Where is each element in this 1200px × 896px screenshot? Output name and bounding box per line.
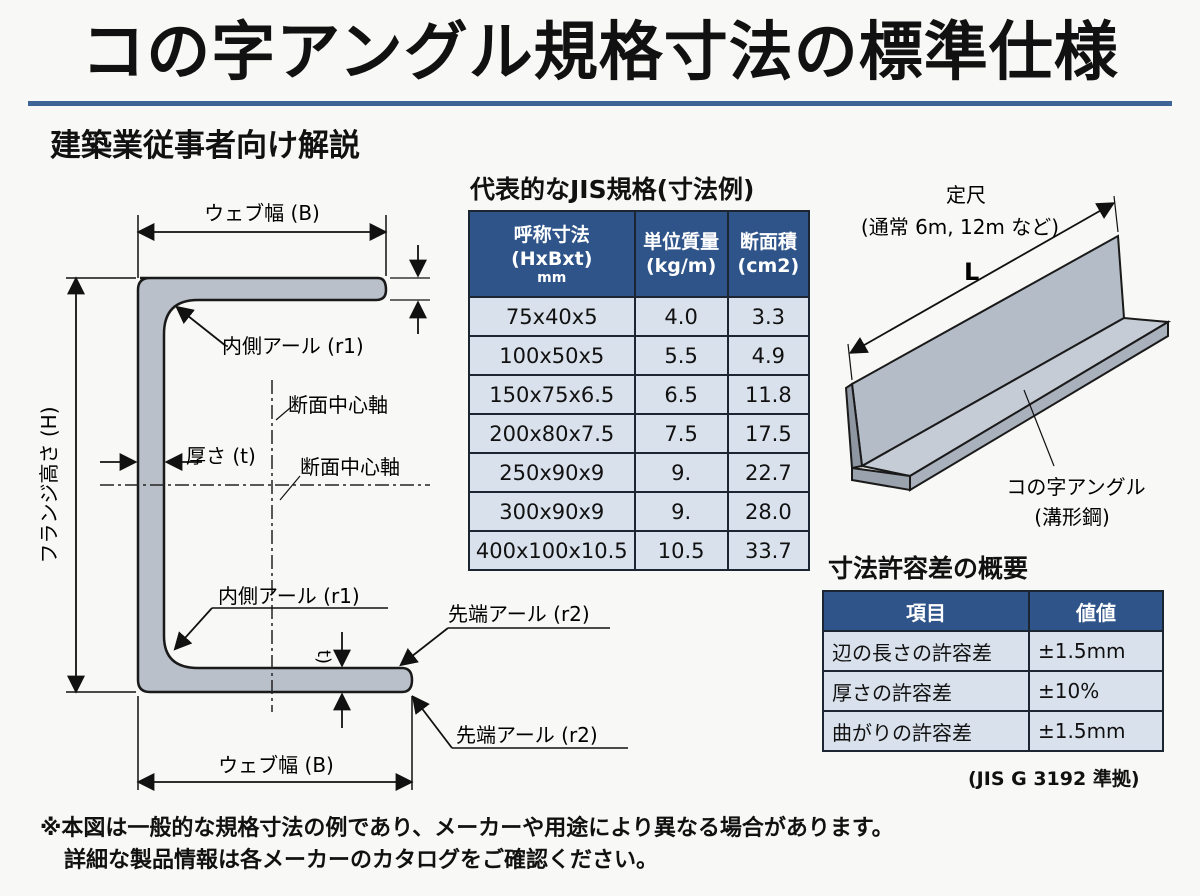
cell-nominal-size: 100x50x5 (468, 335, 636, 376)
tolerance-table: 項目 値値 辺の長さの許容差±1.5mm 厚さの許容差±10% 曲がりの許容差±… (822, 590, 1164, 752)
cell-unit-mass: 10.5 (633, 530, 729, 571)
tolerance-standard-note: (JIS G 3192 準拠) (968, 768, 1140, 790)
isometric-channel-drawing (844, 234, 1172, 492)
cell-section-area: 28.0 (726, 491, 811, 532)
cell-tolerance-item: 曲がりの許容差 (822, 710, 1030, 752)
title-divider (28, 101, 1172, 106)
cell-unit-mass: 5.5 (633, 335, 729, 376)
page-title: コの字アングル規格寸法の標準仕様 (81, 16, 1119, 90)
footnote-line-1: ※本図は一般的な規格寸法の例であり、メーカーや用途により異なる場合があります。 (40, 816, 894, 841)
footnote: ※本図は一般的な規格寸法の例であり、メーカーや用途により異なる場合があります。 … (40, 813, 894, 877)
cell-section-area: 22.7 (726, 452, 811, 493)
footnote-line-2: 詳細な製品情報は各メーカーのカタログをご確認ください。 (64, 848, 659, 873)
cell-unit-mass: 6.5 (633, 374, 729, 415)
header-item: 項目 (822, 590, 1030, 632)
cell-section-area: 11.8 (726, 374, 811, 415)
tolerance-header-row: 項目 値値 (822, 590, 1164, 632)
cell-tolerance-value: ±10% (1028, 670, 1164, 712)
thickness-t-mark: t) (313, 650, 334, 664)
cell-nominal-size: 400x100x10.5 (468, 530, 636, 571)
table-row: 辺の長さの許容差±1.5mm (822, 630, 1164, 672)
header-unit-mass: 単位質量 (kg/m) (633, 210, 729, 298)
spec-table-title: 代表的なJIS規格(寸法例) (470, 175, 755, 204)
cell-nominal-size: 75x40x5 (468, 296, 636, 337)
cell-unit-mass: 4.0 (633, 296, 729, 337)
header-nominal-size: 呼称寸法 (HxBxt) mm (468, 210, 636, 298)
cell-unit-mass: 7.5 (633, 413, 729, 454)
cell-tolerance-item: 厚さの許容差 (822, 670, 1030, 712)
thickness-label: 厚さ (t) (186, 444, 256, 468)
header-section-area: 断面積 (cm2) (726, 210, 811, 298)
cell-section-area: 3.3 (726, 296, 811, 337)
web-width-bottom-label: ウェブ幅 (B) (218, 753, 334, 777)
web-width-top-label: ウェブ幅 (B) (204, 201, 320, 225)
header-value: 値値 (1028, 590, 1164, 632)
cell-nominal-size: 250x90x9 (468, 452, 636, 493)
cell-tolerance-value: ±1.5mm (1028, 630, 1164, 672)
cell-section-area: 17.5 (726, 413, 811, 454)
page-subtitle: 建築業従事者向け解説 (50, 128, 360, 164)
length-symbol: L (964, 258, 979, 286)
part-name-label: コの字アングル (1006, 475, 1145, 499)
cell-section-area: 4.9 (726, 335, 811, 376)
cell-unit-mass: 9. (633, 491, 729, 532)
cell-unit-mass: 9. (633, 452, 729, 493)
centroid-axis-label-1: 断面中心軸 (288, 393, 388, 417)
channel-section-shape (136, 276, 414, 694)
cell-tolerance-value: ±1.5mm (1028, 710, 1164, 752)
length-title: 定尺 (946, 183, 986, 207)
centroid-axis-label-2: 断面中心軸 (300, 455, 400, 479)
table-row: 曲がりの許容差±1.5mm (822, 710, 1164, 752)
inner-radius-bottom-label: 内側アール (r1) (218, 584, 360, 608)
tip-radius-label-1: 先端アール (r2) (448, 602, 590, 626)
tolerance-table-title: 寸法許容差の概要 (828, 554, 1029, 583)
spec-table-header-row: 呼称寸法 (HxBxt) mm 単位質量 (kg/m) 断面積 (cm2) (468, 210, 811, 298)
cell-tolerance-item: 辺の長さの許容差 (822, 630, 1030, 672)
cell-nominal-size: 300x90x9 (468, 491, 636, 532)
cell-section-area: 33.7 (726, 530, 811, 571)
inner-radius-top-label: 内側アール (r1) (222, 334, 364, 358)
cell-nominal-size: 150x75x6.5 (468, 374, 636, 415)
length-note: (通常 6m, 12m など) (861, 215, 1059, 239)
tip-radius-label-2: 先端アール (r2) (456, 723, 598, 747)
part-name-alt-label: (溝形鋼) (1034, 505, 1110, 529)
cell-nominal-size: 200x80x7.5 (468, 413, 636, 454)
length-dimension (848, 202, 1116, 354)
spec-table: 呼称寸法 (HxBxt) mm 単位質量 (kg/m) 断面積 (cm2) 75… (468, 210, 811, 571)
table-row: 厚さの許容差±10% (822, 670, 1164, 712)
flange-height-label: フランジ高さ (H) (37, 406, 61, 563)
